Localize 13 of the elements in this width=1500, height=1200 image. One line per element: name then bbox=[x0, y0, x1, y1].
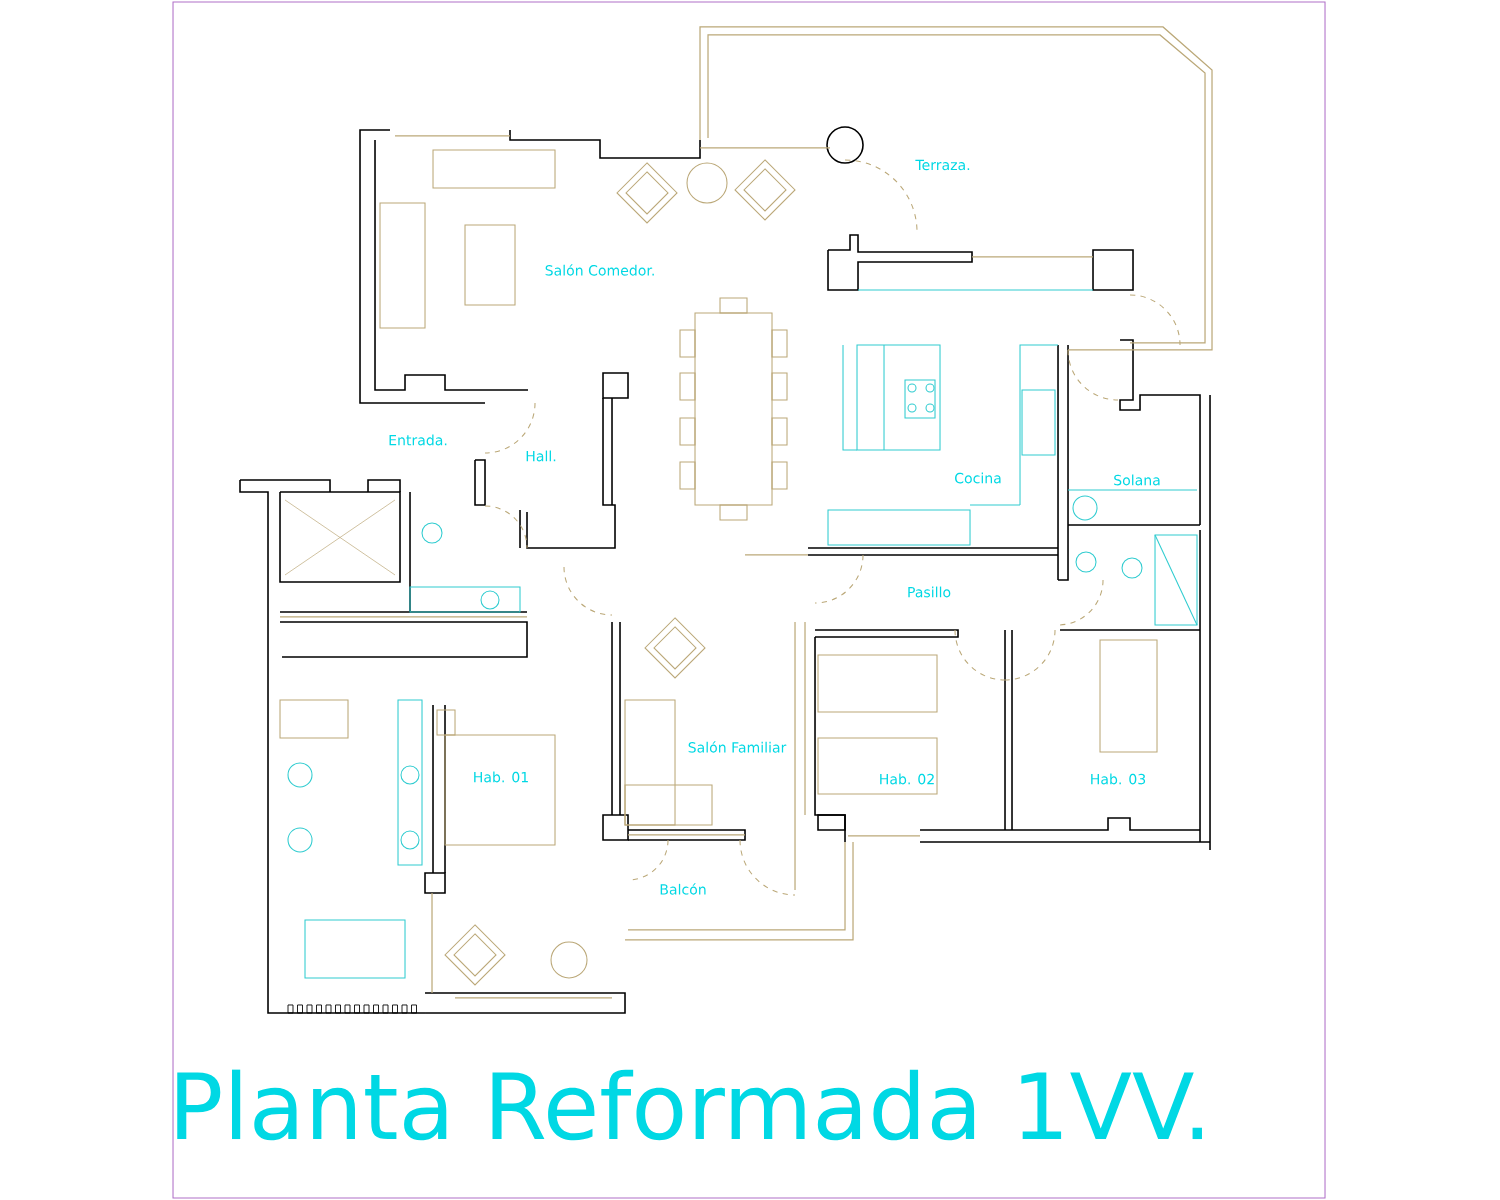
title: Planta Reformada 1VV. bbox=[177, 1069, 1202, 1141]
room-label: Hab. 03 bbox=[1091, 773, 1146, 785]
room-label: Pasillo bbox=[908, 586, 951, 598]
room-label: Hall. bbox=[526, 450, 556, 462]
room-label: Solana bbox=[1114, 474, 1160, 486]
room-label: Cocina bbox=[955, 472, 1001, 484]
room-label: Entrada. bbox=[389, 434, 447, 446]
room-label: Terraza. bbox=[915, 159, 970, 171]
room-label: Hab. 01 bbox=[474, 771, 528, 783]
room-label: Hab. 02 bbox=[880, 773, 934, 785]
room-label: Salón Familiar bbox=[688, 741, 787, 753]
room-label: Salón Comedor. bbox=[545, 264, 654, 276]
room-label: Balcón bbox=[660, 883, 706, 895]
